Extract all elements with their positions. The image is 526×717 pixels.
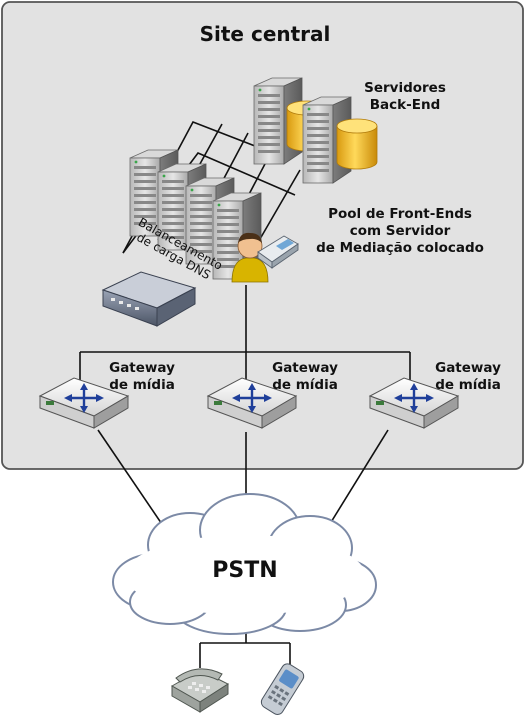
pool-label-line2: com Servidor	[349, 223, 451, 239]
pool-label: Pool de Front-Ends com Servidor de Media…	[300, 206, 500, 257]
backend-label-line2: Back-End	[369, 97, 441, 113]
gateway-label-3-line2: de mídia	[435, 377, 501, 393]
backend-label: Servidores Back-End	[345, 80, 465, 114]
gateway-label-3: Gateway de mídia	[418, 360, 518, 394]
cloud-icon	[112, 493, 377, 635]
site-title: Site central	[199, 22, 331, 46]
gateway-label-2-line1: Gateway	[272, 360, 338, 376]
ip-phone-icon	[257, 235, 299, 269]
pstn-label: PSTN	[212, 558, 278, 583]
gateway-label-2: Gateway de mídia	[255, 360, 355, 394]
gateway-label-3-line1: Gateway	[435, 360, 501, 376]
mobile-phone-icon	[260, 663, 305, 715]
gateway-label-1-line2: de mídia	[109, 377, 175, 393]
gateway-label-2-line2: de mídia	[272, 377, 338, 393]
load-balancer-icon	[101, 271, 197, 327]
pool-label-line3: de Mediação colocado	[316, 240, 484, 256]
database-icon-2	[336, 118, 378, 170]
pool-label-line1: Pool de Front-Ends	[328, 206, 472, 222]
user-icon	[231, 232, 269, 283]
gateway-label-1-line1: Gateway	[109, 360, 175, 376]
desk-phone-icon	[170, 668, 230, 713]
backend-label-line1: Servidores	[364, 80, 446, 96]
gateway-label-1: Gateway de mídia	[92, 360, 192, 394]
